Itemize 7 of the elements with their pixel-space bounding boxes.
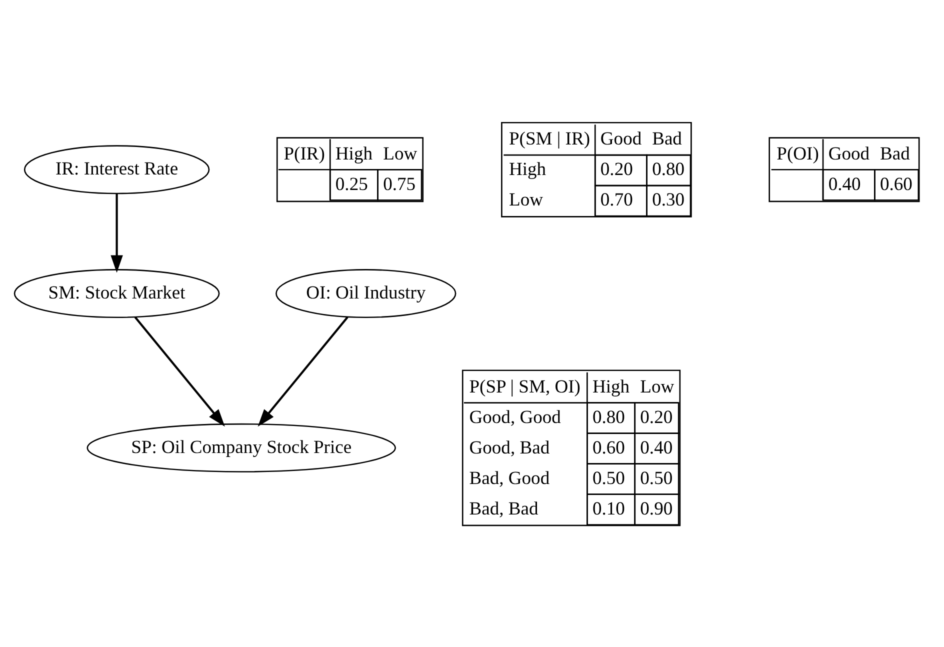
arrow	[134, 316, 225, 426]
arrow	[110, 193, 123, 272]
arrow	[258, 316, 348, 426]
node-ellipse: SP: Oil Company Stock Price	[86, 422, 396, 472]
node-ellipse: IR: Interest Rate	[24, 144, 210, 194]
node-ellipse: OI: Oil Industry	[276, 268, 456, 318]
node-ellipse: SM: Stock Market	[14, 268, 220, 318]
